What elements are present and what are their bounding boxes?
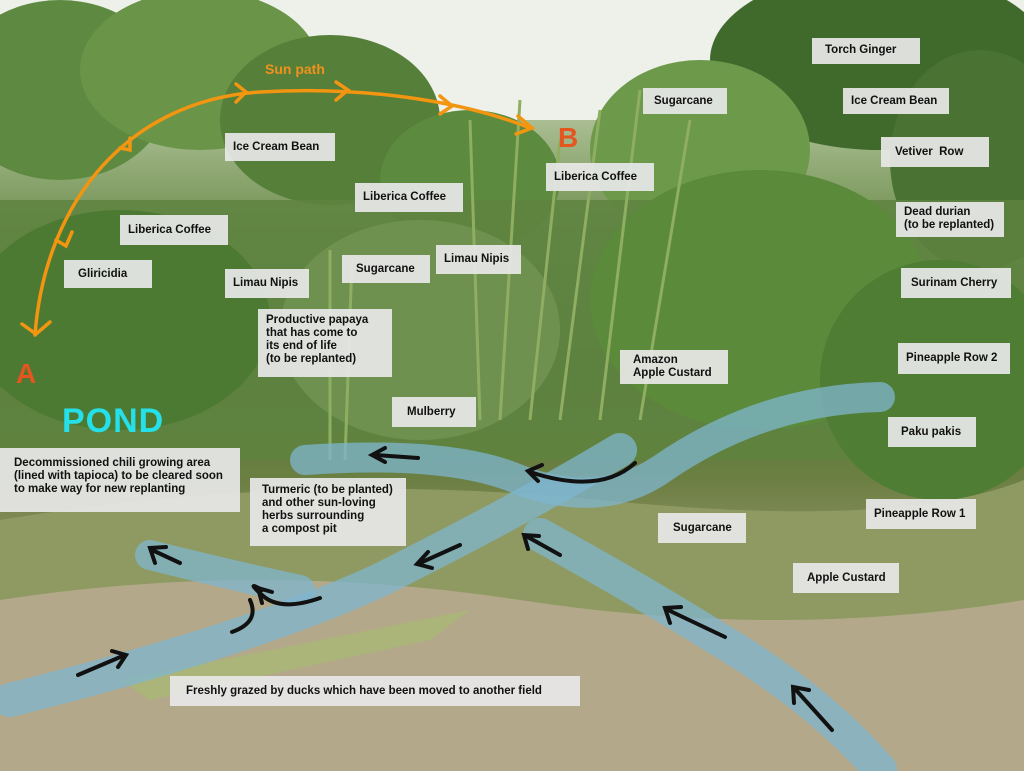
flow-arrow — [251, 584, 322, 607]
sun-path-label: Sun path — [265, 61, 325, 77]
label-ice-cream-bean-left: Ice Cream Bean — [225, 133, 335, 161]
label-sugarcane-top: Sugarcane — [643, 88, 727, 114]
label-dead-durian: Dead durian (to be replanted) — [896, 202, 1004, 237]
label-torch-ginger: Torch Ginger — [812, 38, 920, 64]
label-papaya: Productive papaya that has come to its e… — [258, 309, 392, 377]
label-mulberry: Mulberry — [392, 397, 476, 427]
flow-arrow — [76, 653, 127, 677]
flow-arrow — [230, 598, 255, 634]
label-ducks: Freshly grazed by ducks which have been … — [170, 676, 580, 706]
label-surinam-cherry: Surinam Cherry — [901, 268, 1011, 298]
pond-label: POND — [62, 402, 165, 440]
label-sugarcane-mid: Sugarcane — [342, 255, 430, 283]
flow-arrow — [524, 534, 562, 557]
label-ice-cream-bean-right: Ice Cream Bean — [843, 88, 949, 114]
sun-path-arrowhead — [118, 136, 132, 153]
sun-path-arrowhead — [438, 94, 455, 116]
label-turmeric: Turmeric (to be planted) and other sun-l… — [250, 478, 406, 546]
flow-arrow — [794, 688, 834, 732]
label-chili-area: Decommissioned chili growing area (lined… — [0, 448, 240, 512]
sun-path-arrowhead — [334, 80, 351, 102]
label-liberica-coffee-left: Liberica Coffee — [120, 215, 228, 245]
label-sugarcane-low: Sugarcane — [658, 513, 746, 543]
sun-path-arc — [20, 80, 536, 337]
water-flow-upper — [290, 382, 895, 508]
sun-path-arrowhead — [54, 230, 74, 249]
point-b-label: B — [558, 122, 579, 153]
sun-path-arrowhead — [20, 320, 52, 337]
flow-arrow — [150, 548, 182, 565]
label-apple-custard: Apple Custard — [793, 563, 899, 593]
flow-arrow — [666, 608, 727, 639]
label-liberica-coffee-b: Liberica Coffee — [546, 163, 654, 191]
label-pineapple-row-2: Pineapple Row 2 — [898, 343, 1010, 374]
flow-arrow — [418, 543, 462, 565]
flow-arrow — [528, 461, 637, 484]
label-gliricidia: Gliricidia — [64, 260, 152, 288]
label-pineapple-row-1: Pineapple Row 1 — [866, 499, 976, 529]
label-amazon-apple-custard: Amazon Apple Custard — [620, 350, 728, 384]
flow-arrow — [373, 453, 420, 460]
water-flow-right — [523, 518, 897, 771]
point-a-label: A — [16, 358, 37, 389]
label-limau-nipis-right: Limau Nipis — [436, 245, 521, 274]
water-flow-diagonal — [0, 433, 637, 717]
label-limau-nipis-left: Limau Nipis — [225, 269, 309, 298]
label-liberica-coffee-mid: Liberica Coffee — [355, 183, 463, 212]
label-paku-pakis: Paku pakis — [888, 417, 976, 447]
flow-arrows — [76, 446, 834, 732]
sun-path-arrowhead — [234, 82, 249, 104]
sun-path-arrowhead — [514, 114, 536, 136]
label-vetiver-row: Vetiver Row — [881, 137, 989, 167]
